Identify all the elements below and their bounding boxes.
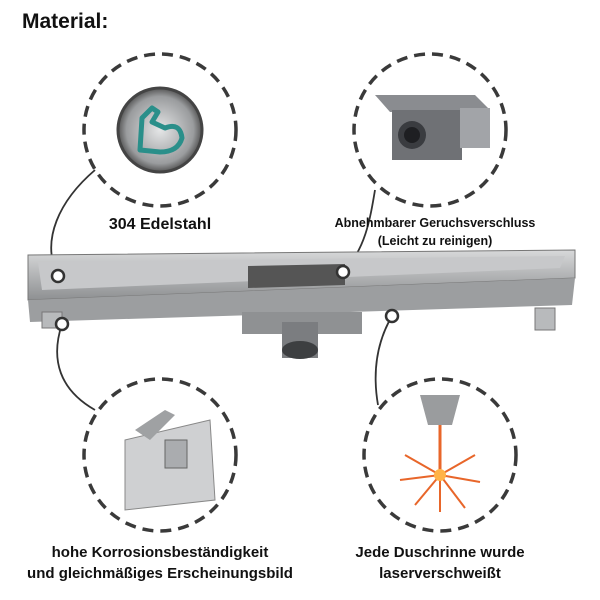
feature-circle-foot (82, 377, 238, 533)
marker-dot (50, 268, 66, 284)
feature-label-trap: Abnehmbarer Geruchsverschluss (Leicht zu… (320, 214, 550, 250)
feature-label-weld: Jede Duschrinne wurde laserverschweißt (320, 542, 560, 584)
mounting-foot-icon (124, 410, 216, 511)
shower-drain-image (27, 249, 576, 359)
flexed-arm-icon (116, 86, 204, 174)
marker-dot (384, 308, 400, 324)
laser-weld-icon (399, 395, 481, 512)
feature-circle-trap (352, 52, 508, 208)
connector-line (374, 315, 393, 406)
marker-dot (335, 264, 351, 280)
feature-circle-steel (82, 52, 238, 208)
label-line: Abnehmbarer Geruchsverschluss (334, 216, 536, 230)
label-line: (Leicht zu reinigen) (377, 234, 493, 248)
feature-label-steel: 304 Edelstahl (60, 214, 260, 235)
label-line: und gleichmäßiges Erscheinungsbild (27, 565, 293, 582)
odor-trap-icon (375, 95, 490, 160)
feature-circle-weld (362, 377, 518, 533)
label-line: laserverschweißt (379, 565, 501, 582)
connector-line (56, 323, 96, 411)
label-line: hohe Korrosionsbeständigkeit (51, 544, 269, 561)
marker-dot (54, 316, 70, 332)
label-line: Jede Duschrinne wurde (355, 544, 525, 561)
feature-label-foot: hohe Korrosionsbeständigkeit und gleichm… (10, 542, 310, 584)
page-title: Material: (22, 10, 109, 33)
label-line: 304 Edelstahl (108, 216, 212, 233)
